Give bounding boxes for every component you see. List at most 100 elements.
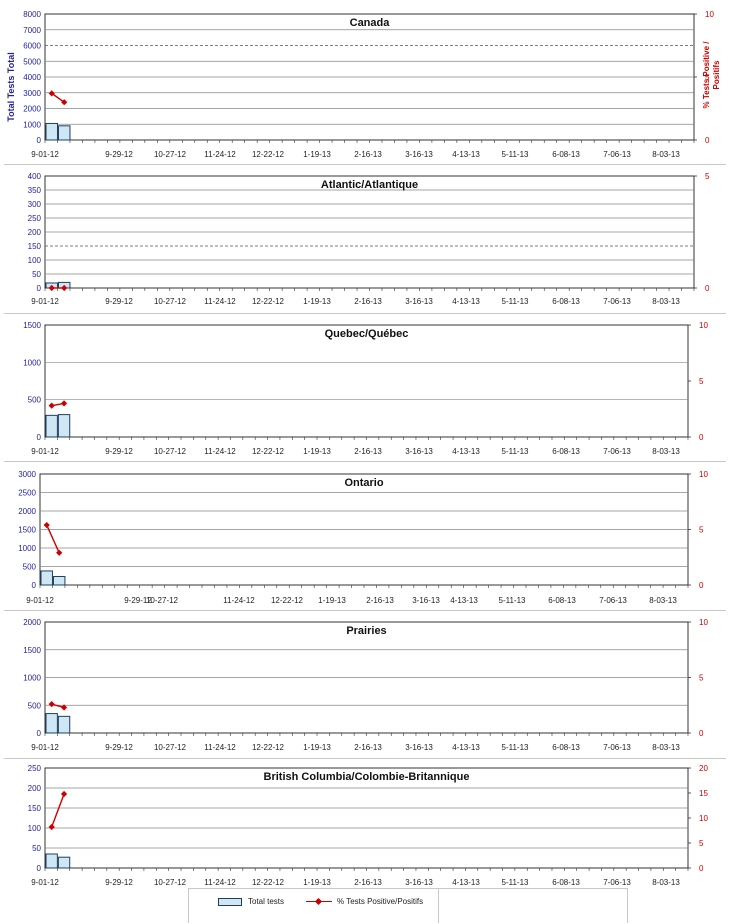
x-tick-label: 9-29-12 <box>105 297 133 306</box>
y-tick-label: 400 <box>28 172 42 181</box>
x-tick-label: 9-29-12 <box>105 447 133 456</box>
x-tick-label: 5-11-13 <box>502 743 530 752</box>
bar-total-tests <box>57 414 71 438</box>
legend-separator <box>438 889 439 923</box>
x-tick-label: 3-16-13 <box>405 447 433 456</box>
x-tick-label: 2-16-13 <box>366 596 394 605</box>
y-tick-label: 500 <box>28 701 42 710</box>
x-tick-label: 2-16-13 <box>354 878 382 887</box>
x-tick-label: 9-01-12 <box>31 878 59 887</box>
y-tick-label: 3000 <box>23 89 41 98</box>
x-tick-label: 1-19-13 <box>303 878 331 887</box>
y-tick-label: 1500 <box>23 321 41 330</box>
y2-tick-label: 5 <box>699 526 704 535</box>
y-axis-label: Total Tests Total <box>6 52 16 122</box>
x-tick-label: 11-24-12 <box>204 150 236 159</box>
y2-tick-label: 10 <box>699 470 708 479</box>
panel-divider <box>4 758 726 759</box>
x-tick-label: 12-22-12 <box>252 150 285 159</box>
y2-tick-label: 0 <box>699 581 704 590</box>
x-tick-label: 9-01-12 <box>31 447 59 456</box>
bar-total-tests <box>45 853 58 869</box>
y-tick-label: 2000 <box>18 507 36 516</box>
x-tick-label: 5-11-13 <box>502 447 530 456</box>
x-tick-label: 7-06-13 <box>599 596 627 605</box>
legend-item-pct-positive: % Tests Positive/Positifs <box>306 897 423 906</box>
chart-title: Atlantic/Atlantique <box>321 179 418 191</box>
x-tick-label: 8-03-13 <box>652 743 680 752</box>
line-pct-positive <box>46 524 60 554</box>
y-tick-label: 1500 <box>18 526 36 535</box>
y2-tick-label: 15 <box>699 789 708 798</box>
y-tick-label: 0 <box>37 136 42 145</box>
bar-total-tests <box>45 122 58 141</box>
y2-tick-label: 10 <box>699 321 708 330</box>
y-tick-label: 1000 <box>23 358 41 367</box>
y-tick-label: 6000 <box>23 42 41 51</box>
bar-total-tests <box>45 414 58 438</box>
y2-tick-label: 0 <box>705 284 710 293</box>
x-tick-label: 7-06-13 <box>603 447 631 456</box>
y2-tick-label: 0 <box>699 864 704 873</box>
x-tick-label: 10-27-12 <box>154 447 187 456</box>
x-tick-label: 7-06-13 <box>603 878 631 887</box>
y-tick-label: 1000 <box>23 674 41 683</box>
y-tick-label: 8000 <box>23 10 41 19</box>
x-tick-label: 9-01-12 <box>26 596 54 605</box>
y2-tick-label: 0 <box>699 433 704 442</box>
y-tick-label: 2000 <box>23 105 41 114</box>
legend-label-pct-positive: % Tests Positive/Positifs <box>337 897 424 906</box>
y2-tick-label: 10 <box>699 618 708 627</box>
y2-tick-label: 5 <box>705 172 710 181</box>
x-tick-label: 10-27-12 <box>146 596 179 605</box>
x-tick-label: 12-22-12 <box>271 596 304 605</box>
y-tick-label: 50 <box>32 270 41 279</box>
legend-item-total-tests: Total tests <box>218 897 284 906</box>
x-tick-label: 8-03-13 <box>652 150 680 159</box>
x-tick-label: 7-06-13 <box>603 297 631 306</box>
x-tick-label: 1-19-13 <box>303 297 331 306</box>
x-tick-label: 1-19-13 <box>303 150 331 159</box>
x-tick-label: 6-08-13 <box>548 596 576 605</box>
x-tick-label: 8-03-13 <box>652 878 680 887</box>
y-tick-label: 0 <box>37 284 42 293</box>
y-tick-label: 0 <box>37 729 42 738</box>
y-tick-label: 1000 <box>18 544 36 553</box>
x-tick-label: 6-08-13 <box>552 297 580 306</box>
x-tick-label: 10-27-12 <box>154 297 187 306</box>
x-tick-label: 12-22-12 <box>252 743 285 752</box>
x-tick-label: 3-16-13 <box>405 878 433 887</box>
x-tick-label: 1-19-13 <box>303 743 331 752</box>
y-tick-label: 2500 <box>18 489 36 498</box>
y-tick-label: 4000 <box>23 73 41 82</box>
panel-divider <box>4 461 726 462</box>
y-tick-label: 5000 <box>23 57 41 66</box>
x-tick-label: 10-27-12 <box>154 878 187 887</box>
y-tick-label: 350 <box>28 186 42 195</box>
y-tick-label: 150 <box>28 804 42 813</box>
y2-tick-label: 5 <box>699 674 704 683</box>
chart-title: Canada <box>350 17 391 29</box>
chart-title: Ontario <box>344 477 383 489</box>
y-tick-label: 250 <box>28 764 42 773</box>
x-tick-label: 4-13-13 <box>452 447 480 456</box>
y2-tick-label: 0 <box>705 136 710 145</box>
plot-area <box>44 324 689 438</box>
x-tick-label: 10-27-12 <box>154 150 187 159</box>
x-tick-label: 6-08-13 <box>552 743 580 752</box>
x-tick-label: 3-16-13 <box>405 743 433 752</box>
y2-tick-label: 5 <box>699 839 704 848</box>
y-tick-label: 0 <box>37 433 42 442</box>
panel-divider <box>4 164 726 165</box>
bar-total-tests <box>40 570 53 586</box>
y-tick-label: 0 <box>32 581 37 590</box>
bar-total-tests <box>45 713 58 734</box>
y-tick-label: 3000 <box>18 470 36 479</box>
x-tick-label: 5-11-13 <box>502 297 530 306</box>
x-tick-label: 11-24-12 <box>204 743 236 752</box>
x-tick-label: 4-13-13 <box>452 297 480 306</box>
x-tick-label: 11-24-12 <box>204 297 236 306</box>
y-tick-label: 500 <box>28 396 42 405</box>
y-tick-label: 300 <box>28 200 42 209</box>
y-tick-label: 1500 <box>23 646 41 655</box>
